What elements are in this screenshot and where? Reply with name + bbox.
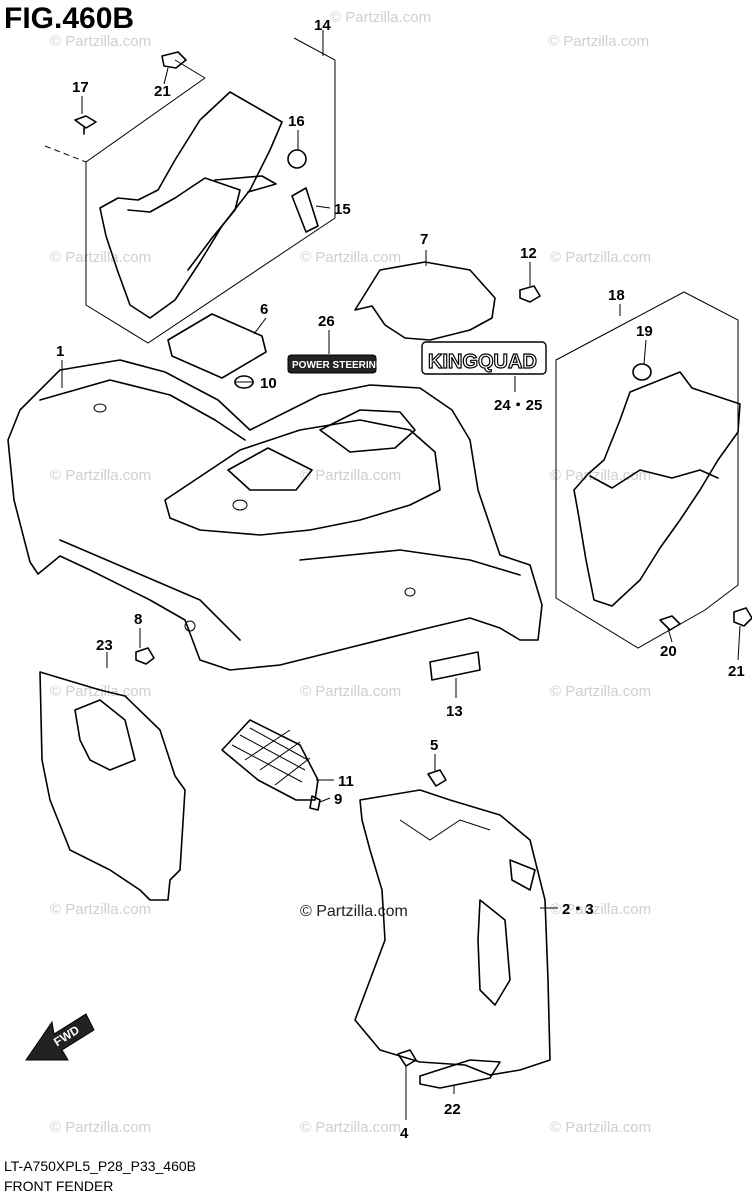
part-5	[427, 769, 447, 787]
figure-code: LT-A750XPL5_P28_P33_460B	[4, 1158, 197, 1174]
part-11-grille	[221, 719, 319, 801]
callout-19: 19	[636, 323, 653, 340]
watermark: © Partzilla.com	[330, 9, 431, 26]
watermark: © Partzilla.com	[50, 1119, 151, 1136]
part-19	[632, 363, 652, 381]
callout-9: 9	[334, 791, 342, 808]
callout-23: 23	[96, 637, 113, 654]
watermark: © Partzilla.com	[50, 901, 151, 918]
callout-24-25: 24・25	[494, 397, 542, 414]
callout-11: 11	[338, 773, 354, 790]
part-17	[74, 115, 97, 135]
figure-name: FRONT FENDER	[4, 1178, 114, 1194]
watermark: © Partzilla.com	[300, 683, 401, 700]
callout-17: 17	[72, 79, 89, 96]
part-7	[354, 261, 496, 341]
panel-box-18	[555, 291, 752, 649]
callout-6: 6	[260, 301, 268, 318]
watermark: © Partzilla.com	[50, 467, 151, 484]
part-15	[291, 187, 319, 233]
watermarks: © Partzilla.com © Partzilla.com © Partzi…	[50, 9, 651, 1136]
callout-16: 16	[288, 113, 305, 130]
part-22	[419, 1059, 501, 1089]
watermark: © Partzilla.com	[550, 1119, 651, 1136]
callout-21-upper: 21	[154, 83, 171, 100]
power-steering-decal: POWER STEERING	[287, 354, 384, 374]
kingquad-text: KINGQUAD	[428, 351, 537, 373]
callout-14: 14	[314, 17, 331, 34]
power-steering-text: POWER STEERING	[292, 360, 384, 371]
callout-22: 22	[444, 1101, 461, 1118]
small-parts-upper	[74, 51, 319, 233]
part-8	[135, 647, 155, 665]
part-6	[167, 313, 267, 379]
part-16	[287, 149, 307, 169]
part-2-3-mudflap	[354, 789, 551, 1076]
part-20	[659, 615, 681, 631]
watermark: © Partzilla.com	[300, 1119, 401, 1136]
callout-4: 4	[400, 1125, 409, 1142]
watermark: © Partzilla.com	[50, 33, 151, 50]
watermark: © Partzilla.com	[548, 33, 649, 50]
watermark: © Partzilla.com	[550, 901, 651, 918]
part-21-lower	[733, 607, 752, 627]
part-23	[39, 671, 186, 901]
callout-5: 5	[430, 737, 438, 754]
watermark: © Partzilla.com	[300, 249, 401, 266]
parts-6-10	[167, 313, 267, 389]
callout-12: 12	[520, 245, 537, 262]
front-fender-1	[7, 359, 543, 671]
part-13	[429, 651, 481, 681]
part-21-upper	[161, 51, 187, 69]
callouts: 1 2・3 4 5 6 7 8 9 10 11 12 13 14 15 16 1…	[56, 17, 745, 1142]
callout-10: 10	[260, 375, 277, 392]
figure-title: FIG.460B	[4, 2, 135, 35]
callout-21-lower: 21	[728, 663, 745, 680]
callout-20: 20	[660, 643, 677, 660]
watermark: © Partzilla.com	[50, 683, 151, 700]
watermark: © Partzilla.com	[550, 683, 651, 700]
part-12	[519, 285, 541, 303]
callout-7: 7	[420, 231, 428, 248]
fwd-arrow-icon: FWD	[25, 1013, 95, 1061]
watermark: © Partzilla.com	[50, 249, 151, 266]
callout-18: 18	[608, 287, 625, 304]
leader-lines	[61, 30, 741, 1120]
watermark: © Partzilla.com	[550, 249, 651, 266]
panel-box-14	[44, 37, 336, 344]
callout-1: 1	[56, 343, 64, 360]
callout-8: 8	[134, 611, 142, 628]
part-4	[397, 1049, 417, 1067]
parts-8-23	[39, 647, 186, 901]
callout-13: 13	[446, 703, 463, 720]
kingquad-decal: KINGQUAD	[421, 341, 547, 375]
callout-15: 15	[334, 201, 351, 218]
watermark-center: © Partzilla.com	[300, 903, 408, 920]
part-9	[309, 795, 321, 811]
callout-2-3: 2・3	[562, 901, 594, 918]
callout-26: 26	[318, 313, 335, 330]
watermark: © Partzilla.com	[300, 467, 401, 484]
